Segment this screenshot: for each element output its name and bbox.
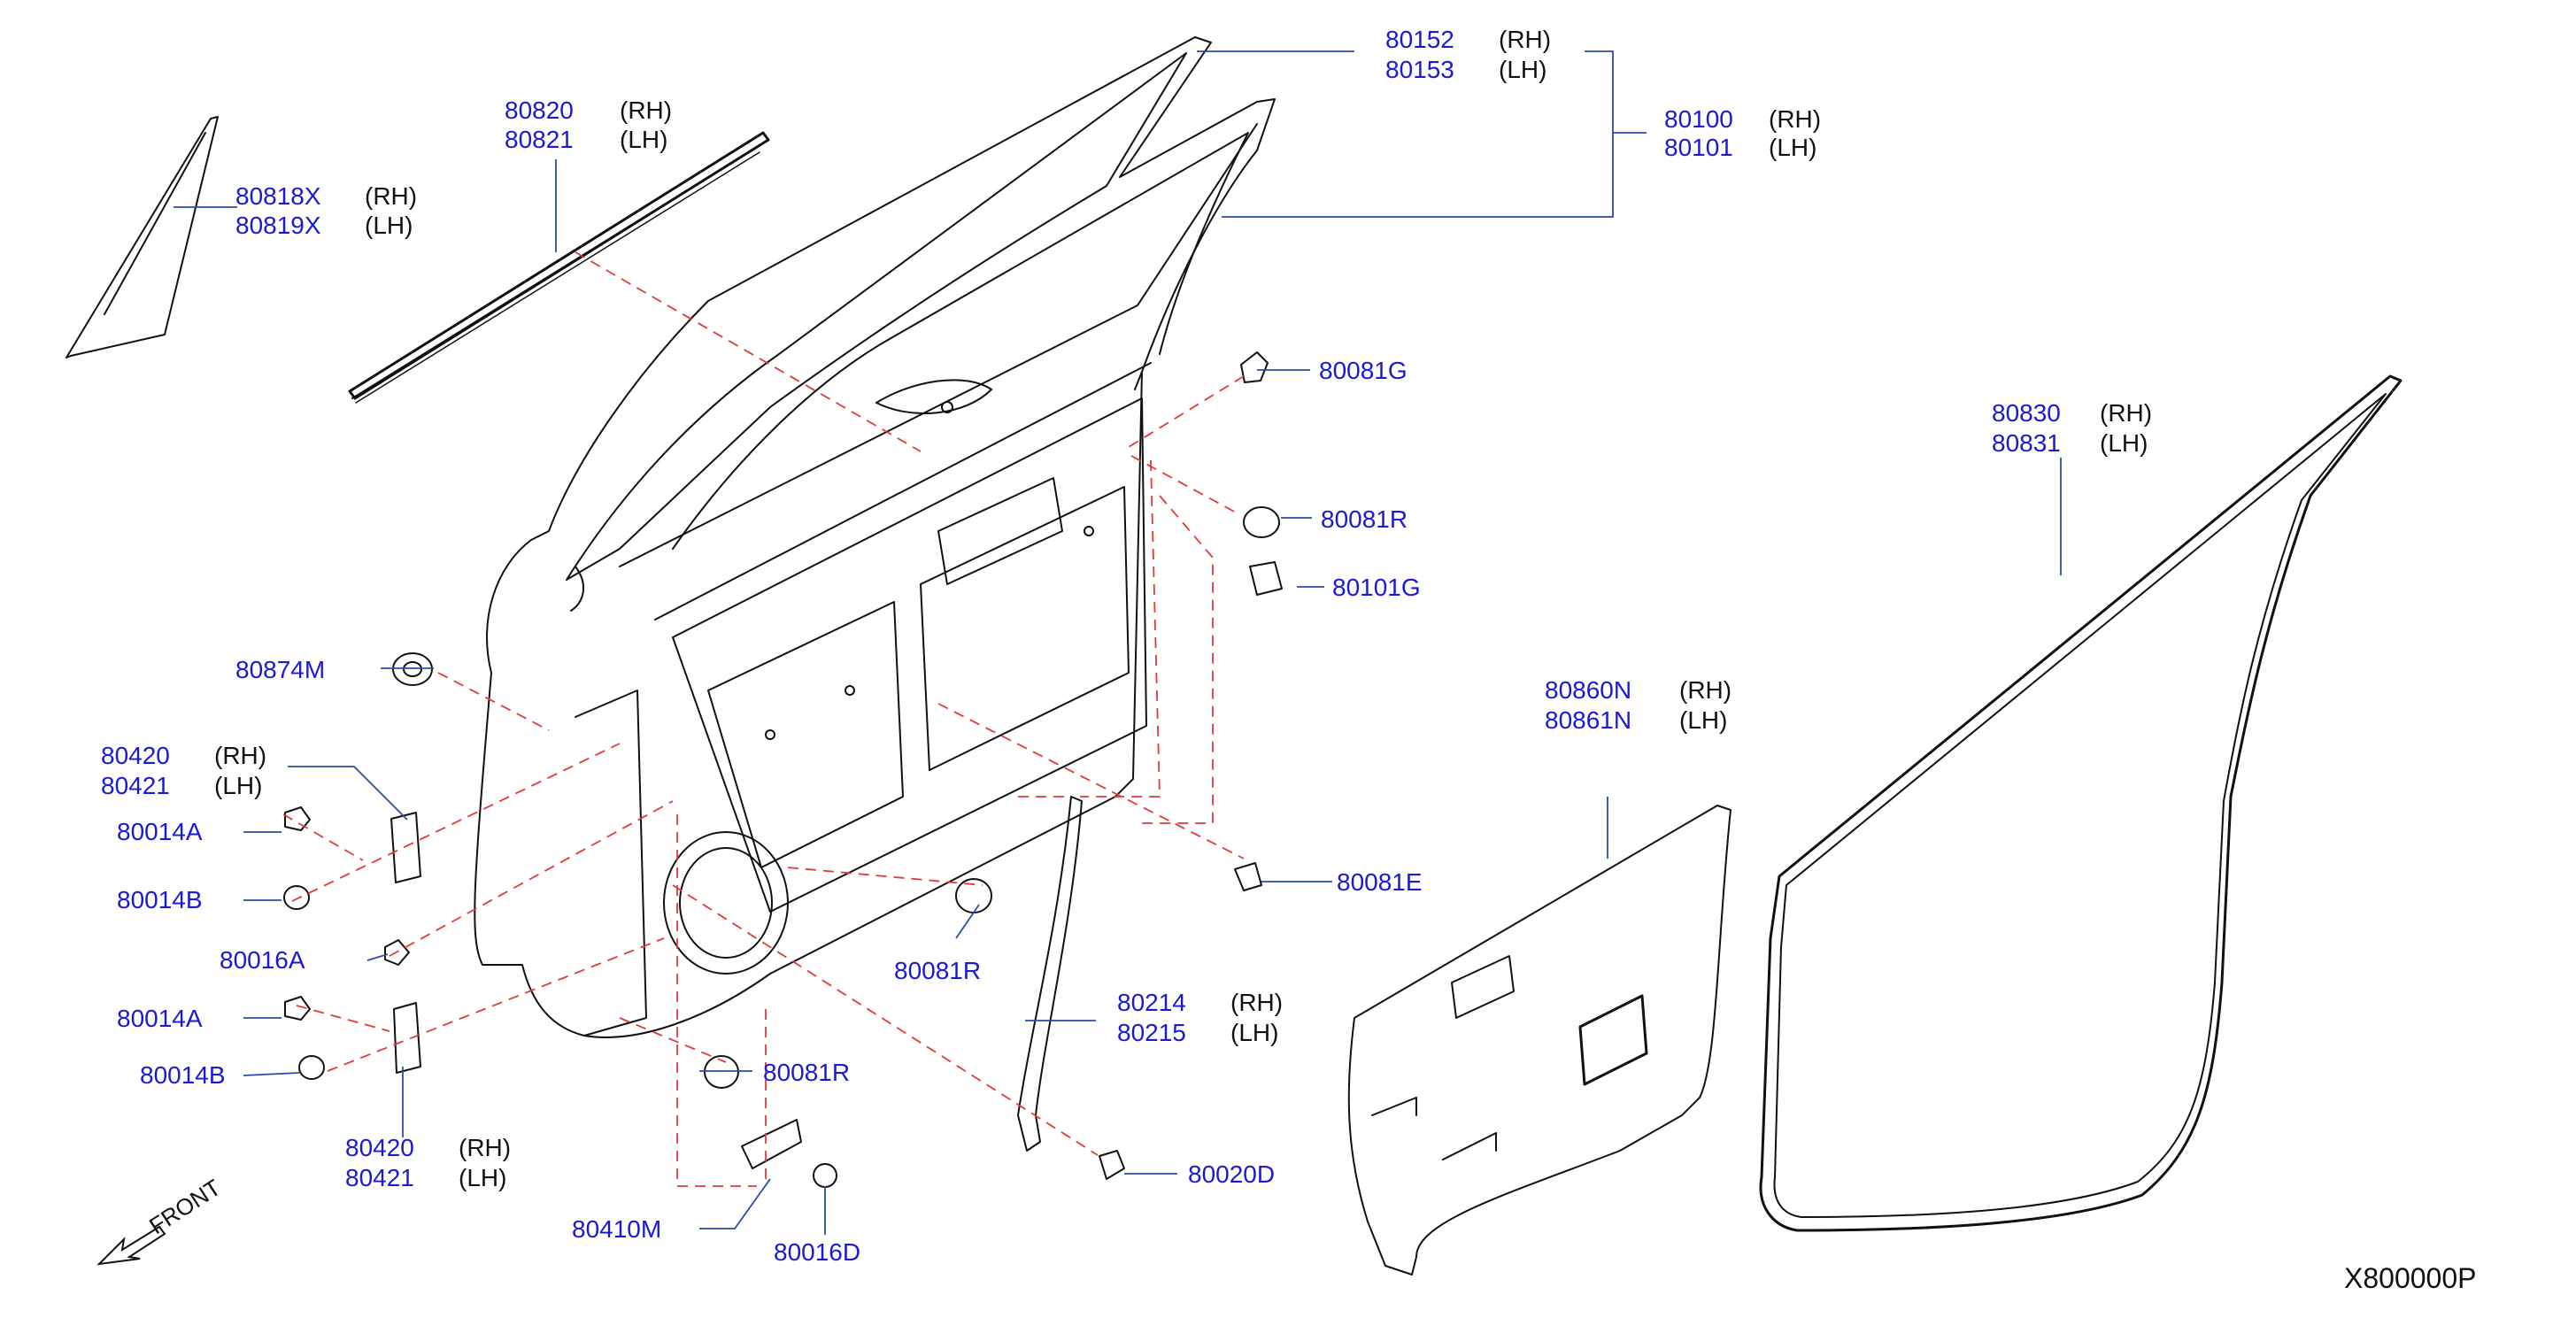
side-label: (RH) (1769, 105, 1822, 133)
callout-80014B-lower: 80014B (140, 1060, 226, 1091)
relation-lines (282, 251, 1245, 1187)
sash-channel-part (1017, 796, 1083, 1152)
diagram-code: X800000P (2344, 1262, 2477, 1294)
callout-80014B-upper: 80014B (117, 885, 203, 915)
part-number: 80421 (345, 1164, 414, 1191)
side-label: (RH) (365, 182, 418, 210)
part-number: 80081E (1337, 868, 1423, 896)
part-number: 80014B (140, 1061, 226, 1089)
part-number: 80101 (1664, 134, 1733, 161)
callout-80101: 80101 (LH) (1664, 133, 1816, 163)
part-number: 80420 (345, 1134, 414, 1161)
callout-80861N: 80861N (LH) (1545, 705, 1727, 736)
part-number: 80215 (1117, 1019, 1186, 1046)
part-number: 80420 (101, 742, 170, 769)
part-number: 80081R (894, 957, 982, 984)
callout-80821: 80821 (LH) (505, 125, 667, 155)
part-number: 80014B (117, 886, 203, 913)
callout-80153: 80153 (LH) (1385, 55, 1546, 85)
callout-80100: 80100 (RH) (1664, 104, 1821, 135)
part-number: 80821 (505, 126, 574, 153)
part-number: 80016D (774, 1238, 861, 1266)
side-label: (LH) (214, 772, 263, 799)
part-number: 80874M (235, 656, 326, 683)
callout-80014A-lower: 80014A (117, 1004, 203, 1034)
side-label: (LH) (1679, 706, 1728, 734)
part-number: 80818X (235, 182, 321, 210)
callout-80819X: 80819X (LH) (235, 211, 413, 241)
part-number: 80153 (1385, 56, 1454, 83)
callout-80830: 80830 (RH) (1992, 398, 2152, 428)
callout-80214: 80214 (RH) (1117, 988, 1283, 1018)
side-label: (LH) (1769, 134, 1817, 161)
side-label: (RH) (214, 742, 267, 769)
callout-80081R-lower: 80081R (763, 1058, 850, 1088)
part-number: 80831 (1992, 429, 2061, 457)
part-number: 80410M (572, 1215, 662, 1243)
callout-80014A-upper: 80014A (117, 817, 203, 847)
part-number: 80081G (1319, 357, 1408, 384)
belt-molding-part (348, 131, 770, 404)
trim-panel-part (1347, 805, 1731, 1276)
side-label: (RH) (1679, 676, 1732, 704)
callout-80016A: 80016A (220, 945, 305, 975)
callout-80860N: 80860N (RH) (1545, 675, 1731, 705)
part-number: 80100 (1664, 105, 1733, 133)
side-label: (RH) (1230, 989, 1284, 1016)
part-number: 80020D (1188, 1160, 1276, 1188)
side-label: (LH) (459, 1164, 507, 1191)
part-number: 80861N (1545, 706, 1632, 734)
front-arrow-icon (96, 1225, 166, 1266)
part-number: 80016A (220, 946, 305, 974)
part-number: 80214 (1117, 989, 1186, 1016)
part-number: 80081R (1321, 505, 1408, 533)
callout-80421-lower: 80421 (LH) (345, 1163, 506, 1193)
part-number: 80014A (117, 818, 203, 845)
side-label: (RH) (1499, 26, 1552, 53)
part-number: 80014A (117, 1005, 203, 1032)
part-number: 80860N (1545, 676, 1632, 704)
callout-80020D: 80020D (1188, 1160, 1275, 1190)
part-number: 80820 (505, 96, 574, 124)
callout-80081R-middle: 80081R (894, 956, 981, 986)
callout-80101G: 80101G (1332, 573, 1421, 603)
part-number: 80152 (1385, 26, 1454, 53)
door-panel-part (474, 36, 1276, 1038)
callout-80410M: 80410M (572, 1214, 661, 1245)
side-label: (LH) (1499, 56, 1547, 83)
leader-lines (174, 50, 2062, 1235)
sash-trim-part (66, 116, 219, 358)
side-label: (LH) (365, 212, 413, 239)
part-number: 80081R (763, 1059, 851, 1086)
side-label: (LH) (620, 126, 668, 153)
side-label: (LH) (1230, 1019, 1279, 1046)
callout-80081G: 80081G (1319, 356, 1408, 386)
callout-80081R-upper: 80081R (1321, 505, 1408, 535)
callout-80421-upper: 80421 (LH) (101, 771, 262, 801)
callout-80820: 80820 (RH) (505, 96, 672, 126)
fasteners-part (283, 351, 1283, 1188)
part-number: 80819X (235, 212, 321, 239)
callout-80874M: 80874M (235, 655, 325, 685)
callout-80818X: 80818X (RH) (235, 181, 417, 212)
callout-80215: 80215 (LH) (1117, 1018, 1278, 1048)
side-label: (LH) (2100, 429, 2148, 457)
callout-80420-lower: 80420 (RH) (345, 1133, 511, 1163)
part-number: 80830 (1992, 399, 2061, 427)
callout-80420-upper: 80420 (RH) (101, 741, 266, 771)
side-label: (RH) (620, 96, 673, 124)
part-number: 80101G (1332, 574, 1421, 601)
callout-80831: 80831 (LH) (1992, 428, 2148, 459)
callout-80152: 80152 (RH) (1385, 25, 1551, 55)
callout-80016D: 80016D (774, 1237, 860, 1268)
weatherstrip-part (1759, 374, 2402, 1232)
part-number: 80421 (101, 772, 170, 799)
side-label: (RH) (459, 1134, 512, 1161)
callout-80081E: 80081E (1337, 867, 1423, 898)
side-label: (RH) (2100, 399, 2153, 427)
